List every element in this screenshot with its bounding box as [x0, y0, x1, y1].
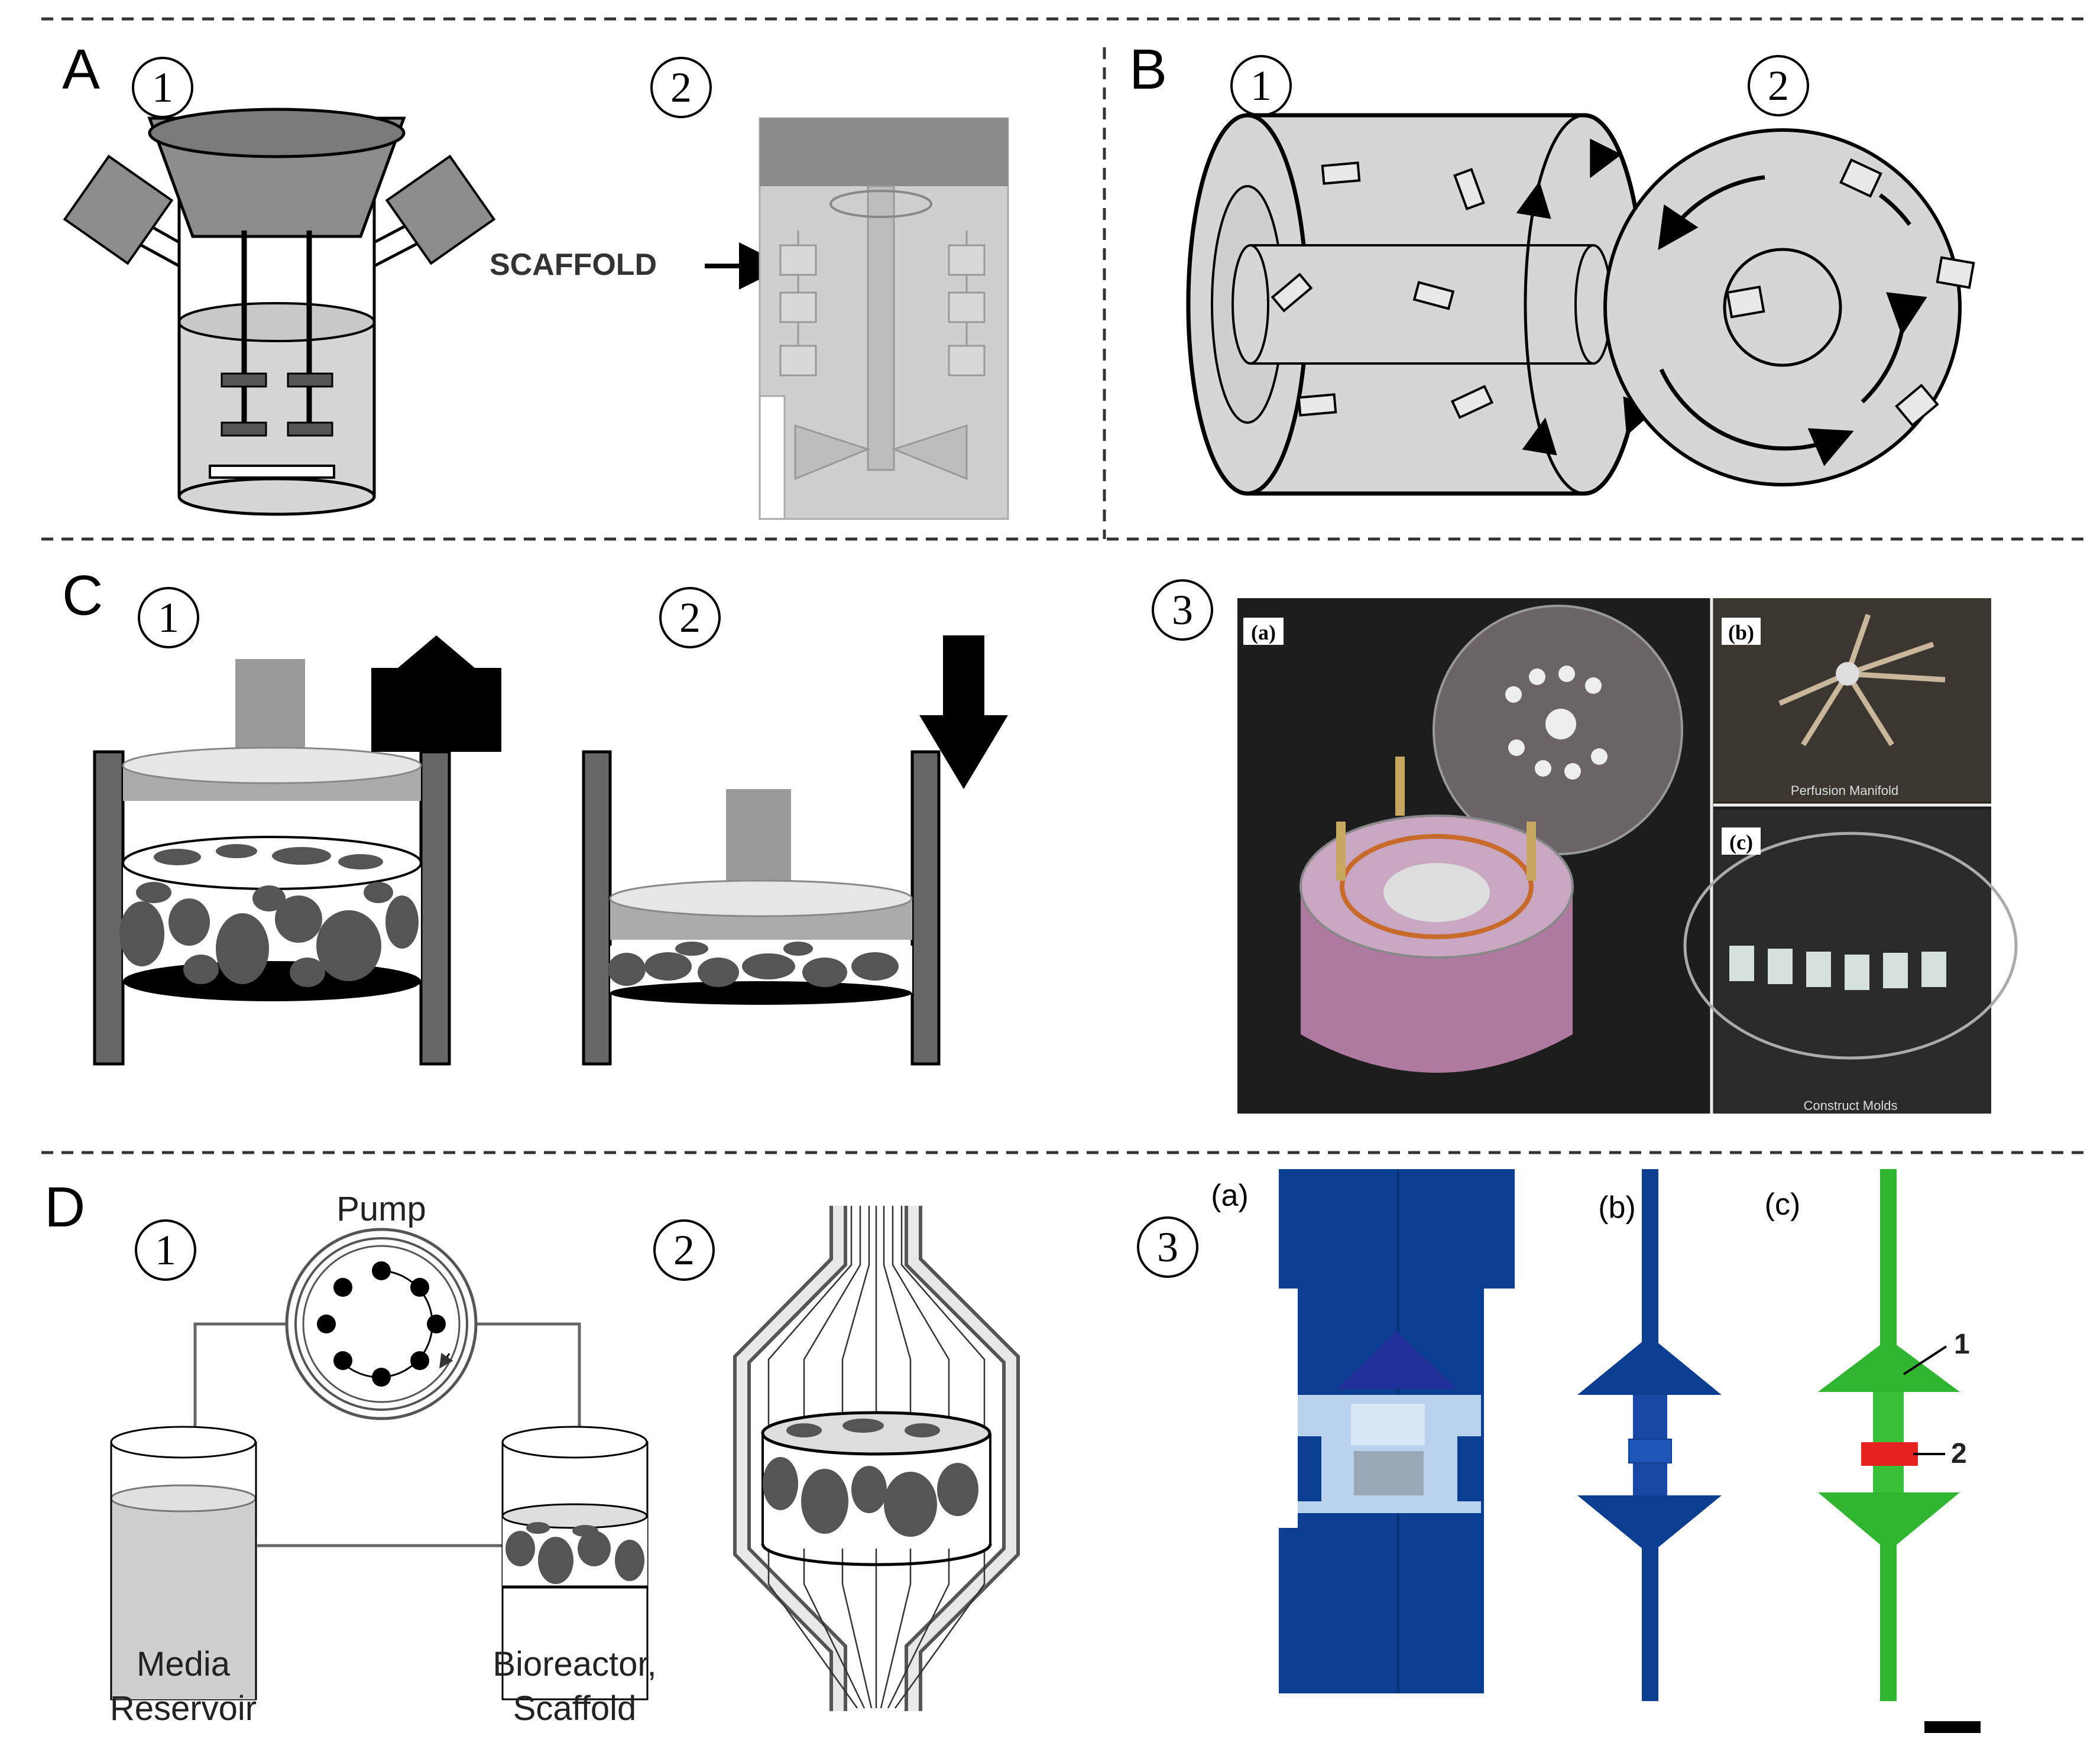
arrow-down-icon [919, 635, 1008, 789]
cad-models: (a) (b) (c) 1 [1211, 1169, 1981, 1733]
panel-d-number-2: 2 [673, 1226, 695, 1274]
panel-b-letter: B [1129, 38, 1167, 101]
media-label-1: Media [137, 1645, 231, 1683]
panel-c: C 1 2 3 [62, 564, 2018, 1114]
photo-caption-c: Construct Molds [1804, 1098, 1898, 1113]
panel-a-letter: A [62, 38, 100, 101]
spinner-schematic [759, 117, 1009, 520]
arrow-up-icon [371, 635, 501, 752]
panel-b: B 1 2 [1129, 38, 1975, 496]
bioreactor-label-2: Scaffold [513, 1689, 637, 1728]
sub-label-b: (b) [1598, 1190, 1636, 1225]
panel-c-number-3: 3 [1172, 586, 1193, 634]
scaffold-label: SCAFFOLD [490, 248, 657, 282]
separators [41, 17, 2087, 1154]
bioreactor-label-1: Bioreactor, [492, 1645, 656, 1683]
sub-label-a: (a) [1211, 1179, 1249, 1213]
panel-d-number-1: 1 [155, 1226, 176, 1274]
perfusion-loop: Pump Media Reservoir [110, 1190, 657, 1728]
panel-a-number-1: 1 [152, 64, 173, 111]
perfusion-photo: (a) (b) (c) Perfusion Manifold Construct… [1237, 598, 2018, 1114]
panel-c-number-2: 2 [679, 594, 701, 641]
number-circle [653, 1219, 715, 1281]
panel-c-number-1: 1 [158, 594, 179, 641]
sub-label-c: (c) [1765, 1187, 1801, 1222]
panel-b-number-2: 2 [1768, 62, 1789, 109]
photo-caption-b: Perfusion Manifold [1791, 783, 1898, 798]
panel-d: D 1 2 3 Pump [44, 1169, 1981, 1733]
media-label-2: Reservoir [110, 1689, 257, 1728]
number-circle [1152, 579, 1213, 641]
number-circle [1137, 1216, 1198, 1278]
number-circle [135, 1219, 196, 1281]
compression-chamber-1 [93, 659, 451, 1066]
number-circle [650, 57, 712, 118]
panel-a-number-2: 2 [670, 64, 692, 111]
panel-c-letter: C [62, 564, 103, 627]
rotating-wall-vessel-front [1603, 128, 1975, 486]
panel-a: A 1 2 SCAFFOLD [62, 38, 1009, 520]
pump-label: Pump [336, 1190, 426, 1228]
flow-chamber [733, 1206, 1020, 1711]
scale-bar [1924, 1721, 1981, 1733]
marker-1-label: 1 [1954, 1329, 1970, 1360]
number-circle [659, 587, 721, 648]
panel-d-number-3: 3 [1157, 1224, 1178, 1271]
compression-chamber-2 [582, 750, 941, 1066]
panel-d-letter: D [44, 1176, 85, 1239]
panel-b-number-1: 1 [1250, 62, 1272, 109]
number-circle [138, 587, 199, 648]
photo-label-a: (a) [1251, 621, 1276, 644]
photo-label-b: (b) [1728, 621, 1754, 644]
rotating-wall-vessel-side [1186, 113, 1657, 496]
number-circle [1748, 55, 1809, 116]
spinner-flask [63, 108, 496, 516]
marker-2-label: 2 [1951, 1438, 1967, 1469]
photo-label-c: (c) [1729, 830, 1753, 854]
